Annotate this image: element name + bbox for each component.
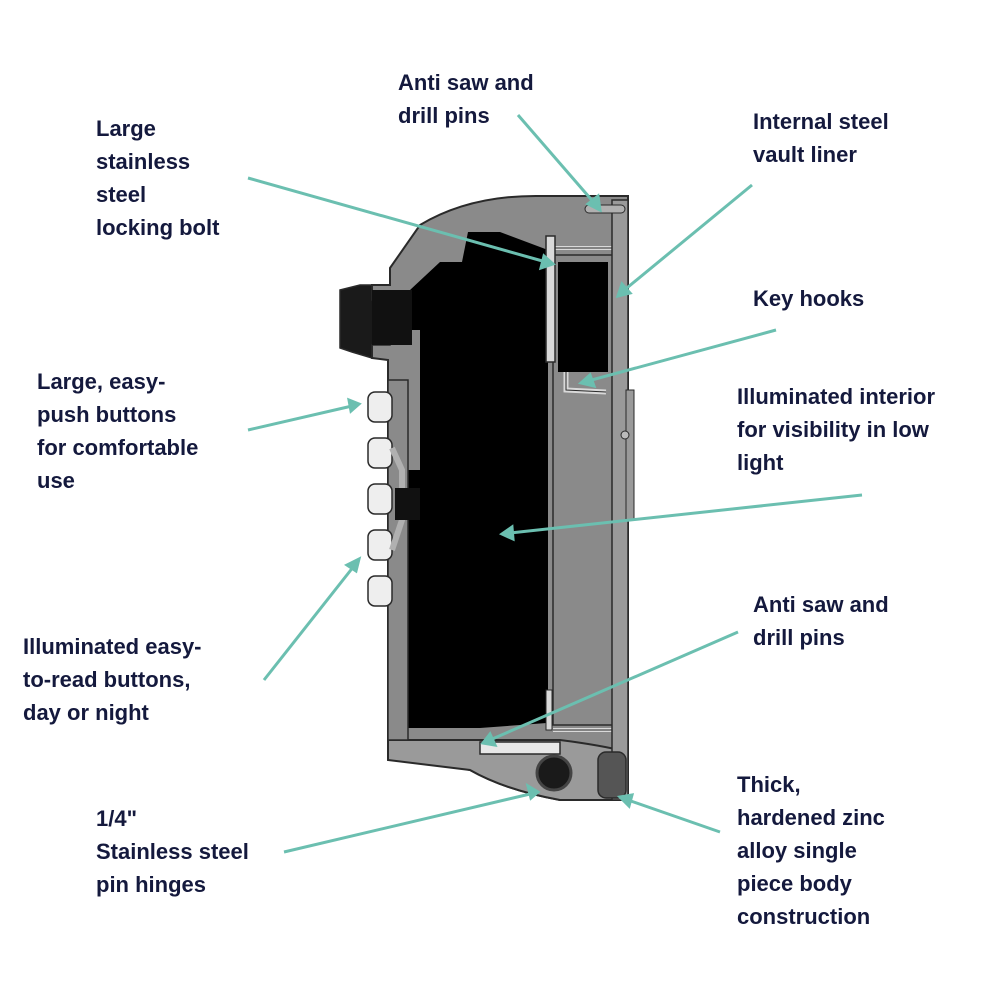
arrowhead-icon <box>585 193 602 213</box>
keypad-buttons <box>367 391 393 607</box>
bolt-block <box>372 290 412 345</box>
callout-line: Large <box>96 116 156 141</box>
hinge-knuckle <box>597 751 627 799</box>
callout-line: construction <box>737 904 871 929</box>
callout-line: Illuminated interior <box>737 384 936 409</box>
callout-line: steel <box>96 182 147 207</box>
callout-line: hardened zinc <box>737 805 885 830</box>
callout-line: use <box>37 468 75 493</box>
callout-line: Anti saw and <box>753 592 889 617</box>
callout-line: Illuminated easy- <box>23 634 202 659</box>
locking-bolt-pin <box>545 235 556 363</box>
callout-line: Internal steel <box>753 109 889 134</box>
callout-zinc-body: Thick, hardened zinc alloy single piece … <box>737 768 885 933</box>
callout-line: vault liner <box>753 142 857 167</box>
arrowhead-icon <box>480 731 498 747</box>
keypad-button <box>367 391 393 423</box>
callout-line: Thick, <box>737 772 801 797</box>
leader-buttons-readable <box>262 565 356 681</box>
lower-edge-rod <box>545 689 553 731</box>
callout-line: drill pins <box>753 625 845 650</box>
callout-anti-saw-bottom: Anti saw and drill pins <box>753 588 889 654</box>
callout-line: Anti saw and <box>398 70 534 95</box>
callout-line: light <box>737 450 784 475</box>
callout-anti-saw-top: Anti saw and drill pins <box>398 66 534 132</box>
interior-cavity <box>404 232 560 728</box>
arrowhead-icon <box>344 556 362 574</box>
callout-line: Large, easy- <box>37 369 166 394</box>
arrowhead-icon <box>577 372 597 389</box>
callout-buttons-push: Large, easy- push buttons for comfortabl… <box>37 365 198 497</box>
hinge-pin <box>535 754 573 792</box>
keypad-button <box>367 529 393 561</box>
keypad-button <box>367 437 393 469</box>
leader-zinc-body <box>627 798 721 834</box>
arrowhead-icon <box>615 281 633 299</box>
arrowhead-icon <box>347 397 362 414</box>
callout-line: 1/4" <box>96 806 138 831</box>
callout-illuminated-interior: Illuminated interior for visibility in l… <box>737 380 935 479</box>
callout-locking-bolt: Large stainless steel locking bolt <box>96 112 219 244</box>
leader-pin-hinges <box>283 792 531 854</box>
callout-line: locking bolt <box>96 215 220 240</box>
callout-line: alloy single <box>737 838 857 863</box>
arrowhead-icon <box>498 524 515 542</box>
side-screw <box>620 430 630 440</box>
arrowhead-icon <box>525 782 541 801</box>
callout-vault-liner: Internal steel vault liner <box>753 105 889 171</box>
leader-key-hooks <box>587 328 777 383</box>
keypad-button <box>367 575 393 607</box>
callout-line: piece body <box>737 871 852 896</box>
callout-line: for comfortable <box>37 435 199 460</box>
leader-anti-saw-top <box>516 114 598 206</box>
callout-line: drill pins <box>398 103 490 128</box>
callout-line: Key hooks <box>753 286 865 311</box>
leader-buttons-push <box>247 404 353 432</box>
callout-line: day or night <box>23 700 149 725</box>
callout-line: pin hinges <box>96 872 206 897</box>
button-housing <box>387 379 409 741</box>
callout-pin-hinges: 1/4" Stainless steel pin hinges <box>96 802 249 901</box>
callout-line: to-read buttons, <box>23 667 191 692</box>
leader-anti-saw-bottom <box>489 630 739 742</box>
button-latch-block <box>395 488 420 520</box>
callout-key-hooks: Key hooks <box>753 282 864 315</box>
keypad-button <box>367 483 393 515</box>
leader-lines <box>247 114 863 854</box>
callout-line: push buttons <box>37 402 177 427</box>
arrowhead-icon <box>616 793 635 809</box>
arrowhead-icon <box>538 253 556 271</box>
leader-locking-bolt <box>247 176 547 264</box>
liner-black-upper <box>558 262 608 372</box>
callout-buttons-readable: Illuminated easy- to-read buttons, day o… <box>23 630 202 729</box>
bottom-anti-saw-pin <box>479 741 561 755</box>
callout-line: Stainless steel <box>96 839 249 864</box>
callout-line: stainless <box>96 149 191 174</box>
side-detail-upper <box>625 389 635 521</box>
callout-line: for visibility in low <box>737 417 929 442</box>
leader-vault-liner <box>621 183 753 294</box>
leader-illuminated-interior <box>509 493 863 535</box>
